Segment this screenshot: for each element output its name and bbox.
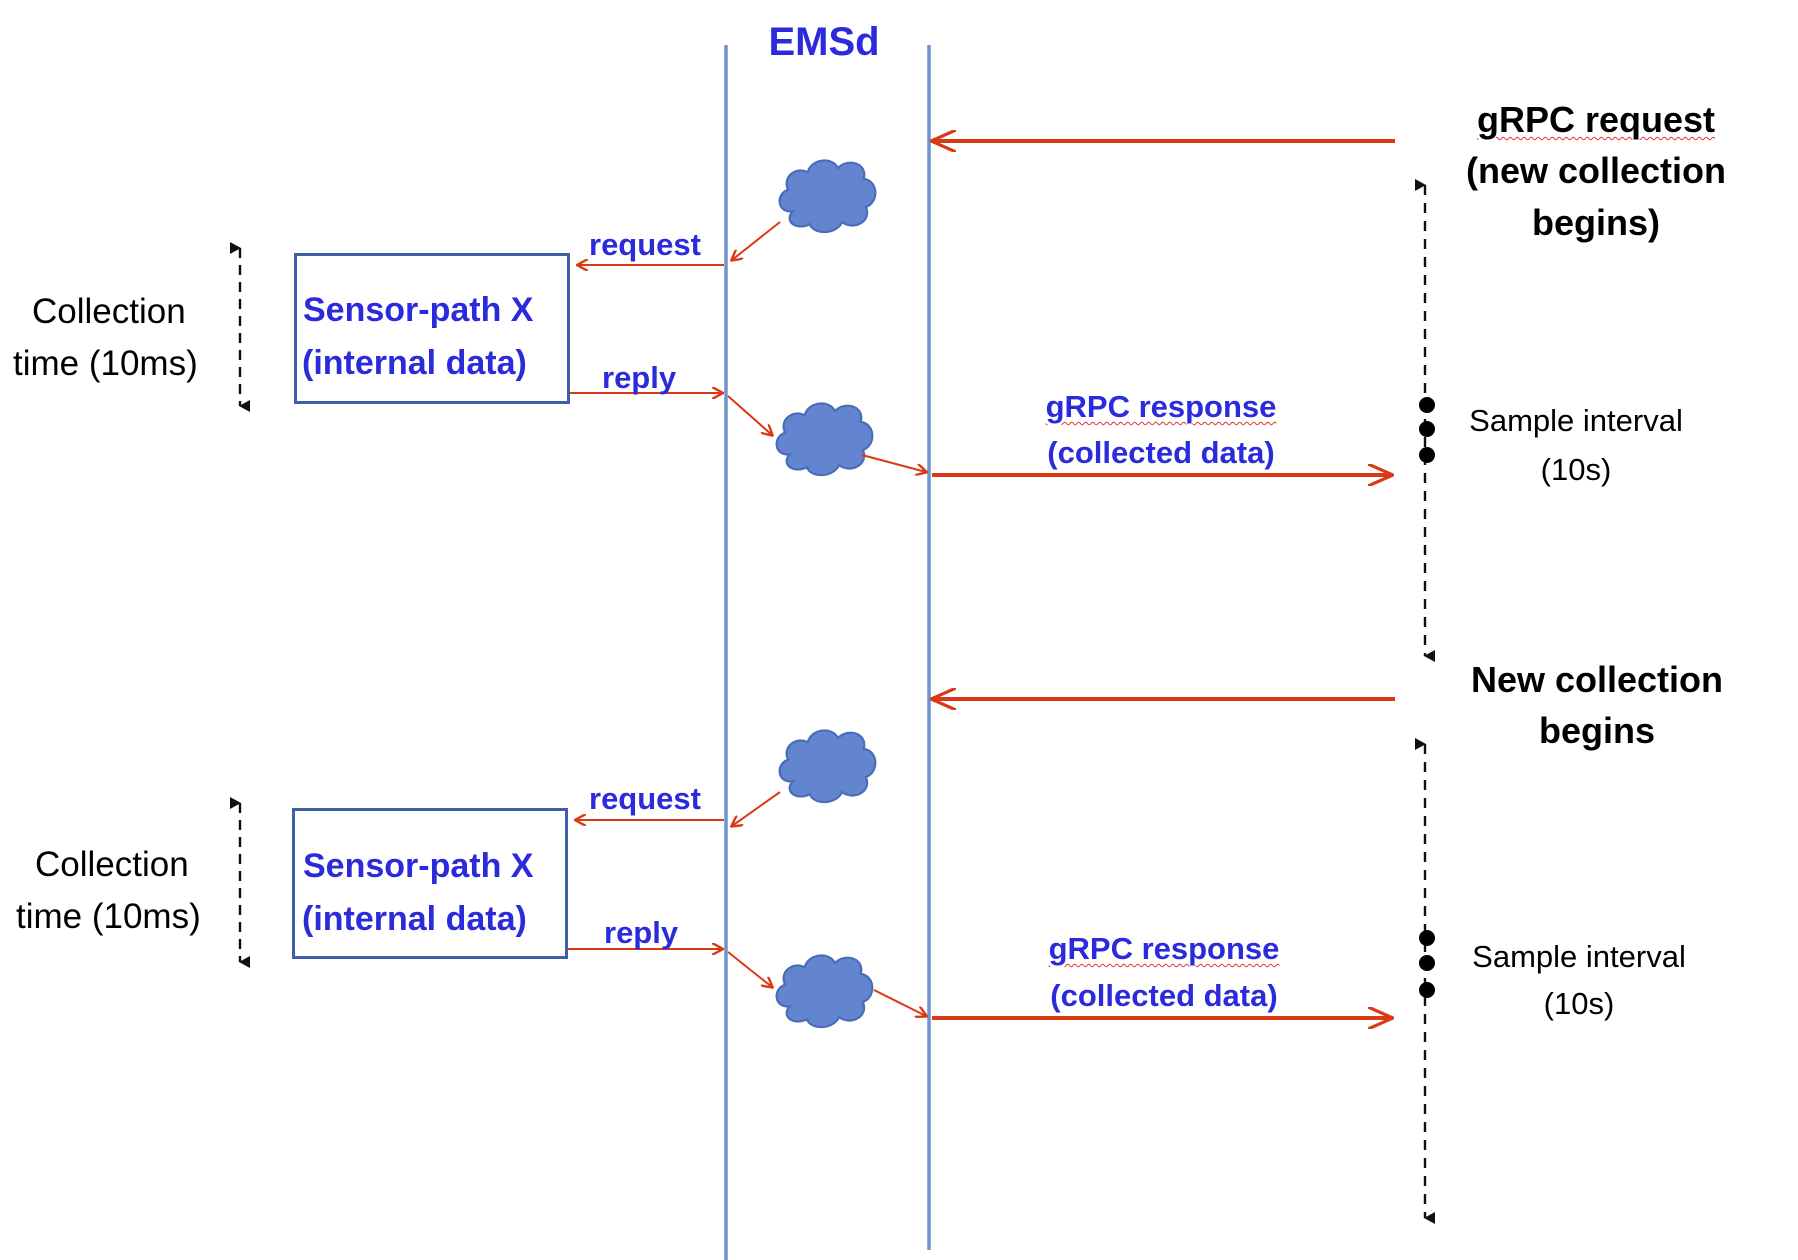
sensor-box-line2: (internal data) — [302, 900, 527, 938]
collection-time-line1: Collection — [32, 292, 186, 331]
sensor-path-box — [294, 253, 570, 404]
cloud-to-response-arrow — [861, 454, 926, 472]
collection-time-line1: Collection — [35, 845, 189, 884]
response-label-line1: gRPC response — [1048, 931, 1280, 966]
request-diagonal-arrow — [732, 221, 781, 260]
grpc-request-line2: (new collection — [1465, 150, 1727, 191]
sensor-box-line2: (internal data) — [302, 344, 527, 382]
reply-diagonal-arrow — [727, 395, 772, 435]
response-label-line2: (collected data) — [1047, 435, 1275, 470]
sensor-box-line1: Sensor-path X — [303, 847, 534, 885]
new-collection-line1: New collection — [1470, 659, 1724, 700]
request-label: request — [589, 227, 701, 262]
grpc-request-line3: begins) — [1531, 202, 1661, 243]
grpc-request-line1: gRPC request — [1476, 99, 1716, 140]
reply-label: reply — [602, 360, 677, 395]
bullet-dot — [1419, 421, 1435, 437]
cloud-to-response-arrow — [873, 989, 926, 1016]
reply-diagonal-arrow — [727, 951, 772, 987]
response-label-line2: (collected data) — [1050, 978, 1278, 1013]
cloud-icon — [775, 954, 874, 1029]
bullet-dot — [1419, 982, 1435, 998]
sample-interval-line1: Sample interval — [1469, 403, 1683, 438]
cloud-icon — [778, 729, 877, 804]
bullet-dot — [1419, 930, 1435, 946]
collection-time-line2: time (10ms) — [16, 897, 201, 936]
sample-interval-line1: Sample interval — [1472, 939, 1686, 974]
bullet-dot — [1419, 955, 1435, 971]
bullet-dot — [1419, 447, 1435, 463]
request-label: request — [589, 781, 701, 816]
collection-time-line2: time (10ms) — [13, 344, 198, 383]
bullet-dot — [1419, 397, 1435, 413]
cloud-icon — [778, 159, 877, 234]
sample-interval-line2: (10s) — [1543, 986, 1615, 1021]
sensor-path-box — [292, 808, 568, 959]
cloud-icon — [775, 402, 874, 477]
reply-label: reply — [604, 915, 679, 950]
request-diagonal-arrow — [732, 791, 781, 826]
sample-interval-line2: (10s) — [1540, 452, 1612, 487]
sensor-box-line1: Sensor-path X — [303, 291, 534, 329]
lifeline-title: EMSd — [768, 20, 880, 64]
response-label-line1: gRPC response — [1045, 389, 1277, 424]
new-collection-line2: begins — [1538, 710, 1656, 751]
